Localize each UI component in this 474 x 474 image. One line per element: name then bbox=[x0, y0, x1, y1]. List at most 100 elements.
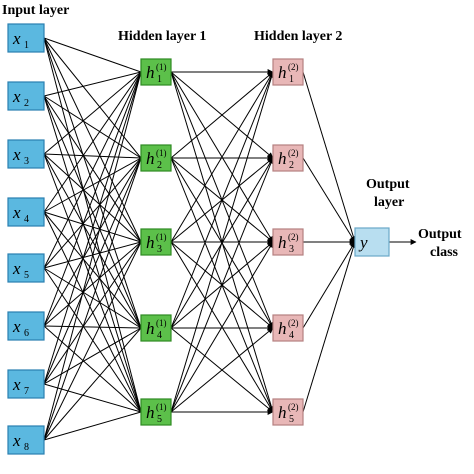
hidden1-node-5-superscript: (1) bbox=[156, 402, 167, 412]
hidden1-node-3-symbol: h bbox=[146, 233, 155, 252]
edge-h1-2-h2-1 bbox=[170, 71, 274, 159]
hidden1-node-3-subscript: 3 bbox=[157, 244, 162, 255]
hidden1-node-5-symbol: h bbox=[146, 403, 155, 422]
connection-edges bbox=[43, 37, 417, 441]
edge-x6-h1-5 bbox=[43, 325, 142, 413]
input-node-x4-symbol: x bbox=[12, 203, 21, 222]
hidden2-node-3-superscript: (2) bbox=[288, 232, 299, 242]
edge-x3-h1-1 bbox=[43, 71, 142, 155]
hidden-layer-2-label: Hidden layer 2 bbox=[254, 29, 342, 44]
hidden1-node-4-superscript: (1) bbox=[156, 318, 167, 328]
input-node-x6-symbol: x bbox=[12, 317, 21, 336]
hidden2-node-3-subscript: 3 bbox=[289, 244, 294, 255]
edge-x5-h1-2 bbox=[43, 157, 142, 269]
output-layer-label-line1: Output bbox=[366, 177, 410, 192]
hidden2-node-2-subscript: 2 bbox=[289, 160, 294, 171]
input-node-x3-symbol: x bbox=[12, 145, 21, 164]
hidden1-node-4-subscript: 4 bbox=[157, 330, 162, 341]
edge-h1-5-h2-2 bbox=[170, 157, 274, 413]
edge-x4-h1-2 bbox=[43, 157, 142, 213]
input-node-x1-subscript: 1 bbox=[24, 40, 29, 51]
input-layer-label: Input layer bbox=[2, 3, 69, 18]
edge-x4-h1-1 bbox=[43, 71, 142, 213]
hidden2-node-1-superscript: (2) bbox=[288, 62, 299, 72]
edge-h1-5-h2-4 bbox=[170, 327, 274, 413]
hidden2-node-4-superscript: (2) bbox=[288, 318, 299, 328]
hidden1-node-1-symbol: h bbox=[146, 63, 155, 82]
edge-x7-h1-3 bbox=[43, 241, 142, 385]
edge-x1-h1-4 bbox=[43, 37, 142, 329]
edge-x2-h1-1 bbox=[43, 71, 142, 97]
edge-h1-5-h2-1 bbox=[170, 71, 275, 413]
edge-x1-h1-3 bbox=[43, 37, 142, 243]
output-node-y-symbol: y bbox=[358, 233, 368, 252]
edge-x2-h1-5 bbox=[43, 95, 142, 413]
hidden1-node-1-subscript: 1 bbox=[157, 74, 162, 85]
hidden2-node-5-superscript: (2) bbox=[288, 402, 299, 412]
edge-x7-h1-2 bbox=[43, 157, 142, 385]
input-node-x2-subscript: 2 bbox=[24, 98, 29, 109]
input-node-x8-subscript: 8 bbox=[24, 442, 29, 453]
hidden2-node-2-superscript: (2) bbox=[288, 148, 299, 158]
hidden2-node-5-symbol: h bbox=[278, 403, 287, 422]
input-node-x7-subscript: 7 bbox=[24, 386, 29, 397]
edge-x3-h1-4 bbox=[43, 153, 142, 329]
output-class-label-line2: class bbox=[430, 245, 459, 260]
input-node-x7-symbol: x bbox=[12, 375, 21, 394]
hidden1-node-3-superscript: (1) bbox=[156, 232, 167, 242]
edge-x6-h1-3 bbox=[43, 241, 142, 327]
edge-h1-5-h2-3 bbox=[170, 241, 274, 413]
edge-x3-h1-2 bbox=[43, 153, 142, 159]
output-node-y: y bbox=[354, 227, 390, 257]
hidden1-node-4-symbol: h bbox=[146, 319, 155, 338]
edge-x8-h1-2 bbox=[43, 157, 142, 441]
input-node-x5-symbol: x bbox=[12, 259, 21, 278]
input-node-x4-subscript: 4 bbox=[24, 214, 29, 225]
edge-h2-1-y bbox=[302, 71, 357, 243]
edge-x7-h1-1 bbox=[43, 71, 142, 385]
input-node-x8-symbol: x bbox=[12, 431, 21, 450]
edge-x8-h1-5 bbox=[43, 411, 142, 441]
edge-x8-h1-1 bbox=[43, 71, 142, 441]
edge-h2-2-y bbox=[302, 157, 356, 243]
hidden2-node-4-symbol: h bbox=[278, 319, 287, 338]
edge-x1-h1-5 bbox=[43, 37, 142, 413]
edge-x2-h1-4 bbox=[43, 95, 142, 329]
edge-x3-h1-5 bbox=[43, 153, 142, 413]
edge-x6-h1-1 bbox=[43, 71, 142, 327]
hidden2-node-1-symbol: h bbox=[278, 63, 287, 82]
edge-x5-h1-1 bbox=[43, 71, 142, 269]
layer-labels: Input layer Hidden layer 1 Hidden layer … bbox=[2, 3, 462, 260]
hidden1-node-2-superscript: (1) bbox=[156, 148, 167, 158]
hidden1-node-1-superscript: (1) bbox=[156, 62, 167, 72]
input-node-x3-subscript: 3 bbox=[24, 156, 29, 167]
hidden2-node-2-symbol: h bbox=[278, 149, 287, 168]
edge-x8-h1-3 bbox=[43, 241, 142, 441]
edge-x6-h1-2 bbox=[43, 157, 142, 327]
hidden2-node-5-subscript: 5 bbox=[289, 414, 294, 425]
hidden2-node-3-symbol: h bbox=[278, 233, 287, 252]
edge-x6-h1-4 bbox=[43, 325, 142, 329]
edge-x1-h1-1 bbox=[43, 37, 142, 73]
edge-x8-h1-4 bbox=[43, 327, 142, 441]
